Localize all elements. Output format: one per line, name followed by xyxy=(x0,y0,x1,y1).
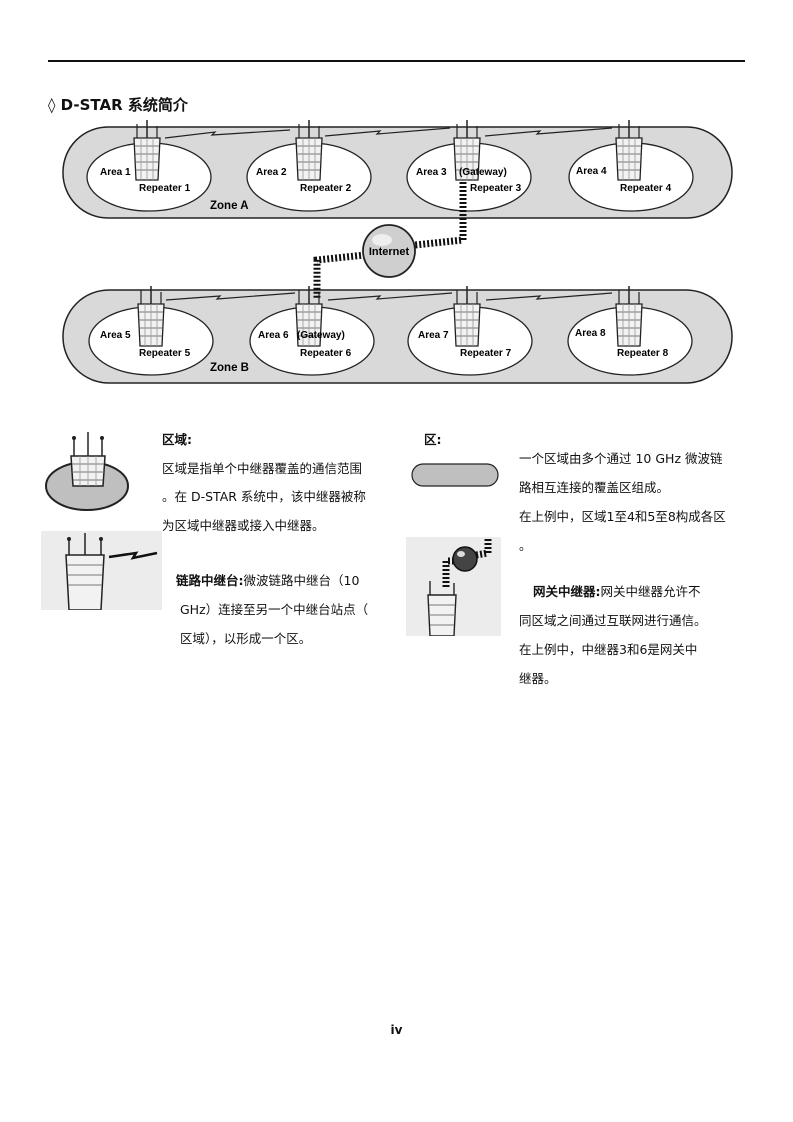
gateway-desc-line: 同区域之间通过互联网进行通信。 xyxy=(519,613,707,628)
internet-label: Internet xyxy=(369,246,410,258)
zone-desc-line: 路相互连接的覆盖区组成。 xyxy=(519,480,670,495)
link-desc-first-line: 链路中继台:微波链路中继台（10 xyxy=(176,566,359,595)
zone-a-band xyxy=(62,126,733,219)
zone-desc-line: 一个区域由多个通过 10 GHz 微波链 xyxy=(519,451,723,466)
zone-desc-line: 在上例中，区域1至4和5至8构成各区 xyxy=(519,509,726,524)
area-title: 区域: xyxy=(162,432,192,447)
area-label: Area 7 xyxy=(418,330,449,341)
gateway-title: 网关中继器: xyxy=(533,584,601,599)
link-desc-line: 区域），以形成一个区。 xyxy=(180,631,312,646)
gateway-label: (Gateway) xyxy=(297,330,345,341)
area-label: Area 5 xyxy=(100,330,131,341)
repeater-label: Repeater 5 xyxy=(139,348,191,359)
gateway-illustration-icon xyxy=(406,537,501,636)
page-heading: ◊ D-STAR 系统简介 xyxy=(48,96,188,114)
area-desc-line: 区域是指单个中继器覆盖的通信范围 xyxy=(162,461,363,476)
area-desc-line: 。在 D-STAR 系统中，该中继器被称 xyxy=(162,489,366,504)
repeater-label: Repeater 1 xyxy=(139,183,191,194)
gateway-desc-first-line: 网关中继器:网关中继器允许不 xyxy=(533,577,701,606)
gateway-desc-text: 网关中继器允许不 xyxy=(600,584,701,599)
area-label: Area 2 xyxy=(256,167,287,178)
area-illustration-icon xyxy=(45,432,129,511)
internet-link-lines xyxy=(313,182,467,298)
link-repeater-illustration-icon xyxy=(41,531,162,610)
zone-illustration-icon xyxy=(411,463,499,487)
zone-desc-line: 。 xyxy=(519,538,532,553)
repeater-label: Repeater 8 xyxy=(617,348,669,359)
gateway-desc-line: 在上例中，中继器3和6是网关中 xyxy=(519,642,698,657)
area-label: Area 1 xyxy=(100,167,131,178)
area-label: Area 3 xyxy=(416,167,447,178)
repeater-label: Repeater 7 xyxy=(460,348,512,359)
area-desc-line: 为区域中继器或接入中继器。 xyxy=(162,518,325,533)
repeater-label: Repeater 6 xyxy=(300,348,352,359)
dstar-network-diagram: Area 1 Repeater 1 Area 2 Repeater 2 Area… xyxy=(62,119,733,384)
zone-b-band xyxy=(62,289,733,384)
link-desc-text: 微波链路中继台（10 xyxy=(243,573,360,588)
repeater-label: Repeater 2 xyxy=(300,183,352,194)
repeater-label: Repeater 4 xyxy=(620,183,672,194)
area-label: Area 4 xyxy=(576,166,607,177)
area-label: Area 8 xyxy=(575,328,606,339)
repeater-label: Repeater 3 xyxy=(470,183,522,194)
gateway-desc-line: 继器。 xyxy=(519,671,557,686)
microwave-links-zone-a xyxy=(164,127,613,139)
zone-a-label: Zone A xyxy=(210,200,249,212)
page-number: iv xyxy=(390,1023,403,1037)
gateway-label: (Gateway) xyxy=(459,167,507,178)
header-rule xyxy=(48,60,745,62)
microwave-links-zone-b xyxy=(165,292,613,301)
link-title: 链路中继台: xyxy=(176,573,244,588)
zone-b-label: Zone B xyxy=(210,362,249,374)
link-desc-line: GHz）连接至另一个中继台站点（ xyxy=(180,602,369,617)
zone-title: 区: xyxy=(424,432,442,447)
area-label: Area 6 xyxy=(258,330,289,341)
